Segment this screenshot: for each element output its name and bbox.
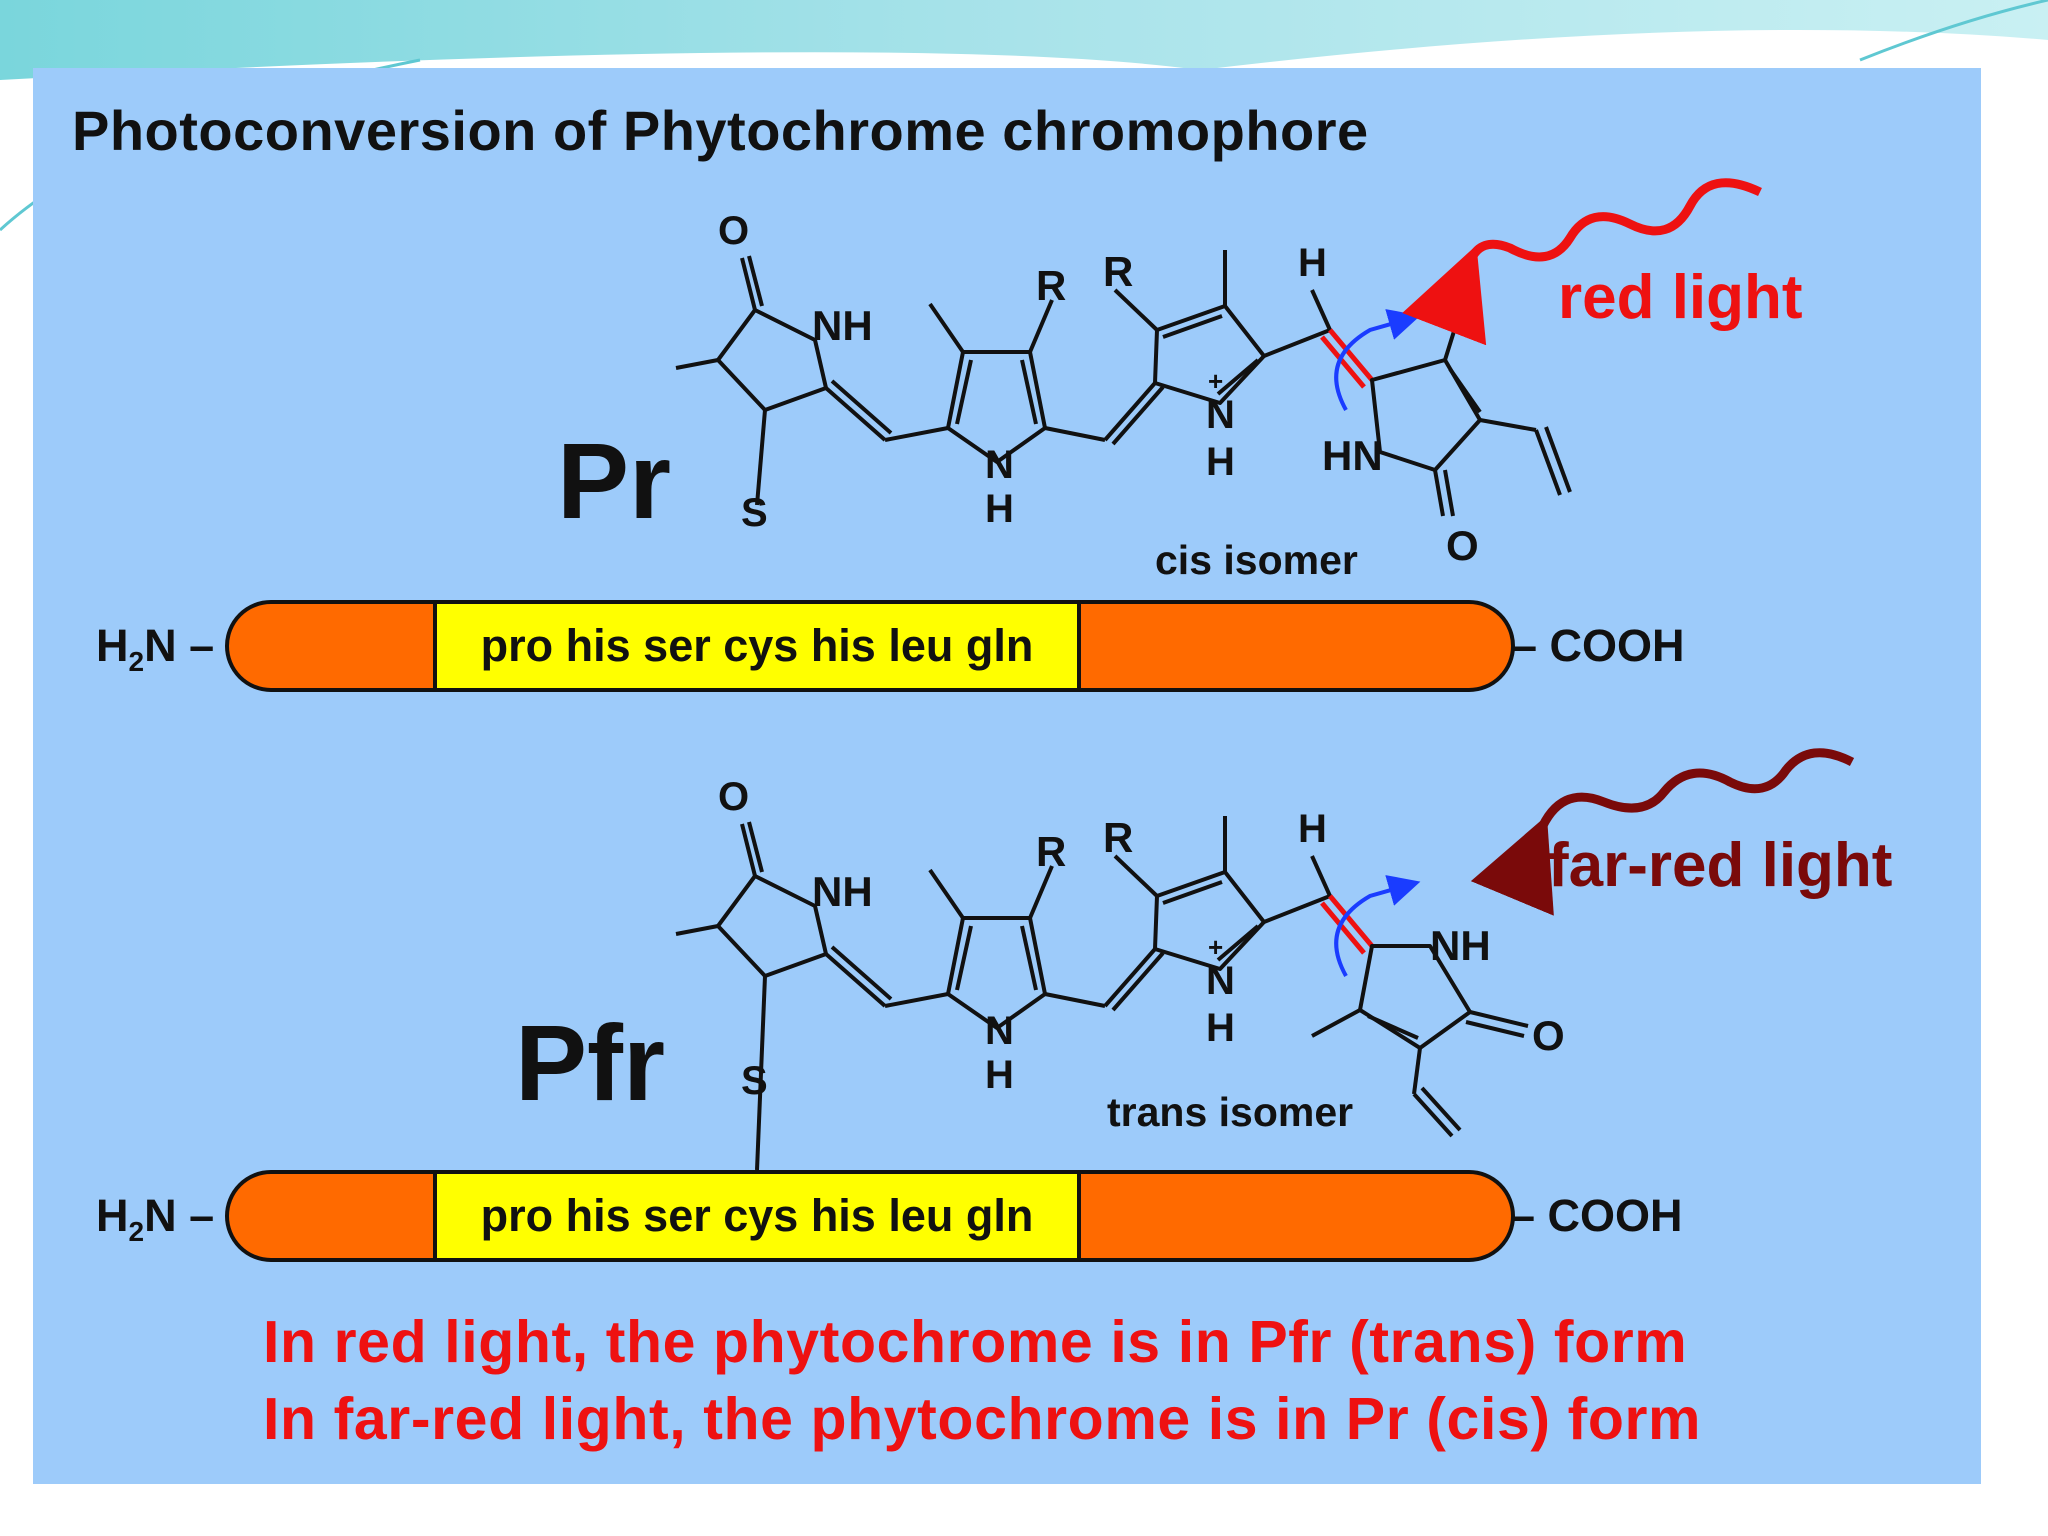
atom-label: + bbox=[1208, 932, 1223, 962]
diagram-title: Photoconversion of Phytochrome chromopho… bbox=[72, 99, 1369, 162]
pfr-atom-labels: O NH S R R N H + N H H NH O bbox=[718, 775, 1565, 1103]
rotation-arrow-icon bbox=[1334, 875, 1421, 977]
atom-label: NH bbox=[1430, 922, 1491, 969]
atom-label: NH bbox=[812, 302, 873, 349]
atom-label: O bbox=[718, 209, 749, 253]
n-terminus-label: H2N – bbox=[96, 1190, 215, 1247]
atom-label: R bbox=[1103, 814, 1133, 861]
atom-label: N bbox=[985, 443, 1014, 487]
pfr-form-label: Pfr bbox=[515, 1002, 666, 1123]
atom-label: R bbox=[1036, 828, 1066, 875]
atom-label: H bbox=[1298, 241, 1327, 285]
atom-label: N bbox=[1206, 393, 1235, 437]
atom-label: R bbox=[1103, 248, 1133, 295]
atom-label: O bbox=[1532, 1012, 1565, 1059]
atom-label: O bbox=[718, 775, 749, 819]
c-terminus-label: – COOH bbox=[1510, 1190, 1683, 1241]
conclusion-line: In far-red light, the phytochrome is in … bbox=[263, 1386, 1702, 1452]
atom-label: H bbox=[1298, 807, 1327, 851]
red-light-wave-icon bbox=[1402, 178, 1762, 346]
pr-chromophore bbox=[675, 250, 1572, 517]
rotation-arrow-icon bbox=[1334, 309, 1421, 411]
n-terminus-label: H2N – bbox=[96, 620, 215, 677]
conclusion-line: In red light, the phytochrome is in Pfr … bbox=[263, 1309, 1688, 1375]
atom-label: HN bbox=[1322, 432, 1383, 479]
pr-form-label: Pr bbox=[557, 420, 672, 541]
atom-label: H bbox=[1206, 440, 1235, 484]
trans-isomer-label: trans isomer bbox=[1107, 1089, 1354, 1135]
peptide-segment: pro his ser cys his leu gln bbox=[433, 1174, 1081, 1258]
c-terminus-label: – COOH bbox=[1512, 620, 1685, 671]
atom-label: S bbox=[741, 491, 768, 535]
swoosh-curve-right bbox=[1859, 0, 2048, 62]
pr-atom-labels: O NH S R R N H + N H H HN O bbox=[718, 209, 1479, 569]
atom-label: H bbox=[985, 487, 1014, 531]
atom-label: + bbox=[1208, 366, 1223, 396]
peptide-sequence: pro his ser cys his leu gln bbox=[480, 620, 1034, 671]
protein-bar: pro his ser cys his leu gln bbox=[225, 1170, 1515, 1262]
atom-label: O bbox=[1446, 522, 1479, 569]
peptide-segment: pro his ser cys his leu gln bbox=[433, 604, 1081, 688]
red-light-label: red light bbox=[1558, 263, 1803, 332]
peptide-sequence: pro his ser cys his leu gln bbox=[480, 1190, 1034, 1241]
atom-label: R bbox=[1036, 262, 1066, 309]
atom-label: H bbox=[985, 1053, 1014, 1097]
pfr-chromophore bbox=[675, 816, 1529, 1171]
far-red-light-label: far-red light bbox=[1548, 831, 1893, 900]
atom-label: N bbox=[1206, 959, 1235, 1003]
far-red-light-wave-icon bbox=[1470, 748, 1855, 916]
protein-bar: pro his ser cys his leu gln bbox=[225, 600, 1515, 692]
cis-isomer-label: cis isomer bbox=[1155, 537, 1358, 583]
atom-label: H bbox=[1206, 1006, 1235, 1050]
atom-label: S bbox=[741, 1059, 768, 1103]
atom-label: NH bbox=[812, 868, 873, 915]
header-swoosh bbox=[0, 0, 2048, 80]
atom-label: N bbox=[985, 1009, 1014, 1053]
